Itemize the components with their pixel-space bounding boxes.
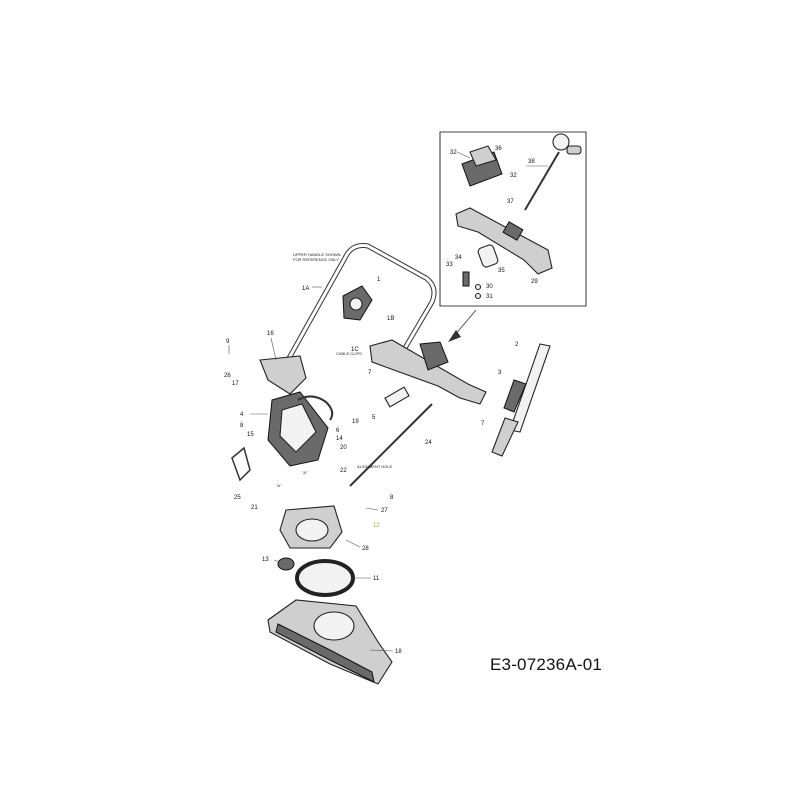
callout-1: 1 (377, 277, 381, 283)
callout-32a: 32 (450, 150, 457, 156)
callout-29: 29 (531, 279, 538, 285)
callout-38: 38 (528, 159, 535, 165)
housing-base (267, 599, 393, 685)
callout-6: 6 (336, 428, 340, 434)
chute-assembly (231, 355, 355, 597)
callout-22: 22 (340, 468, 347, 474)
callout-1b: 1B (387, 316, 394, 322)
detail-a-note-1: "A" (302, 470, 308, 475)
callout-33: 33 (446, 262, 453, 268)
lower-handle (349, 339, 487, 487)
handle-bracket (455, 207, 553, 275)
callout-26: 26 (224, 373, 231, 379)
knob (552, 133, 570, 151)
upper-handle-note-2: FOR REFERENCE ONLY (293, 257, 339, 262)
callout-24: 24 (425, 440, 432, 446)
callout-19: 19 (352, 419, 359, 425)
upper-handle (285, 243, 437, 362)
callout-21: 21 (251, 505, 258, 511)
chute-ring (295, 559, 355, 597)
callout-7a: 7 (368, 370, 372, 376)
callout-27: 27 (381, 508, 388, 514)
callout-30: 30 (486, 284, 493, 290)
callout-13: 13 (262, 557, 269, 563)
cable-clips-note: CABLE CLIPS (336, 351, 362, 356)
callout-17: 17 (232, 381, 239, 387)
callout-14: 14 (336, 436, 343, 442)
callout-25: 25 (234, 495, 241, 501)
callout-11: 11 (373, 576, 380, 582)
diagram-code: E3-07236A-01 (490, 655, 603, 674)
upper-handle-note-1: UPPER HANDLE SHOWN (293, 252, 341, 257)
callout-8b: 8 (390, 495, 394, 501)
callout-4: 4 (240, 412, 244, 418)
callout-37: 37 (507, 199, 514, 205)
callout-15: 15 (247, 432, 254, 438)
callout-7b: 7 (481, 421, 485, 427)
callout-9: 9 (226, 339, 230, 345)
callout-34: 34 (455, 255, 462, 261)
callout-2: 2 (515, 342, 519, 348)
callout-16: 16 (267, 331, 274, 337)
leader-lines (228, 151, 548, 652)
callout-3: 3 (498, 370, 502, 376)
side-handle (491, 343, 551, 457)
alignment-hole-note: ALIGNMENT HOLE (357, 464, 393, 469)
callout-28: 28 (362, 546, 369, 552)
callout-8: 8 (240, 423, 244, 429)
callout-36: 36 (495, 146, 502, 152)
callouts: 1 1A 1B 1C 2 3 4 5 6 7 7 8 8 9 11 12 13 … (224, 146, 538, 655)
callout-31: 31 (486, 294, 493, 300)
callout-20: 20 (340, 445, 347, 451)
inset-detail (439, 131, 587, 342)
callout-5: 5 (372, 415, 376, 421)
callout-1a: 1A (302, 286, 309, 292)
detail-a-note-2: "A" (276, 483, 282, 488)
callout-1c: 1C (351, 347, 359, 353)
callout-32b: 32 (510, 173, 517, 179)
callout-18: 18 (395, 649, 402, 655)
callout-12: 12 (373, 523, 380, 529)
deflector (259, 355, 307, 395)
callout-35: 35 (498, 268, 505, 274)
